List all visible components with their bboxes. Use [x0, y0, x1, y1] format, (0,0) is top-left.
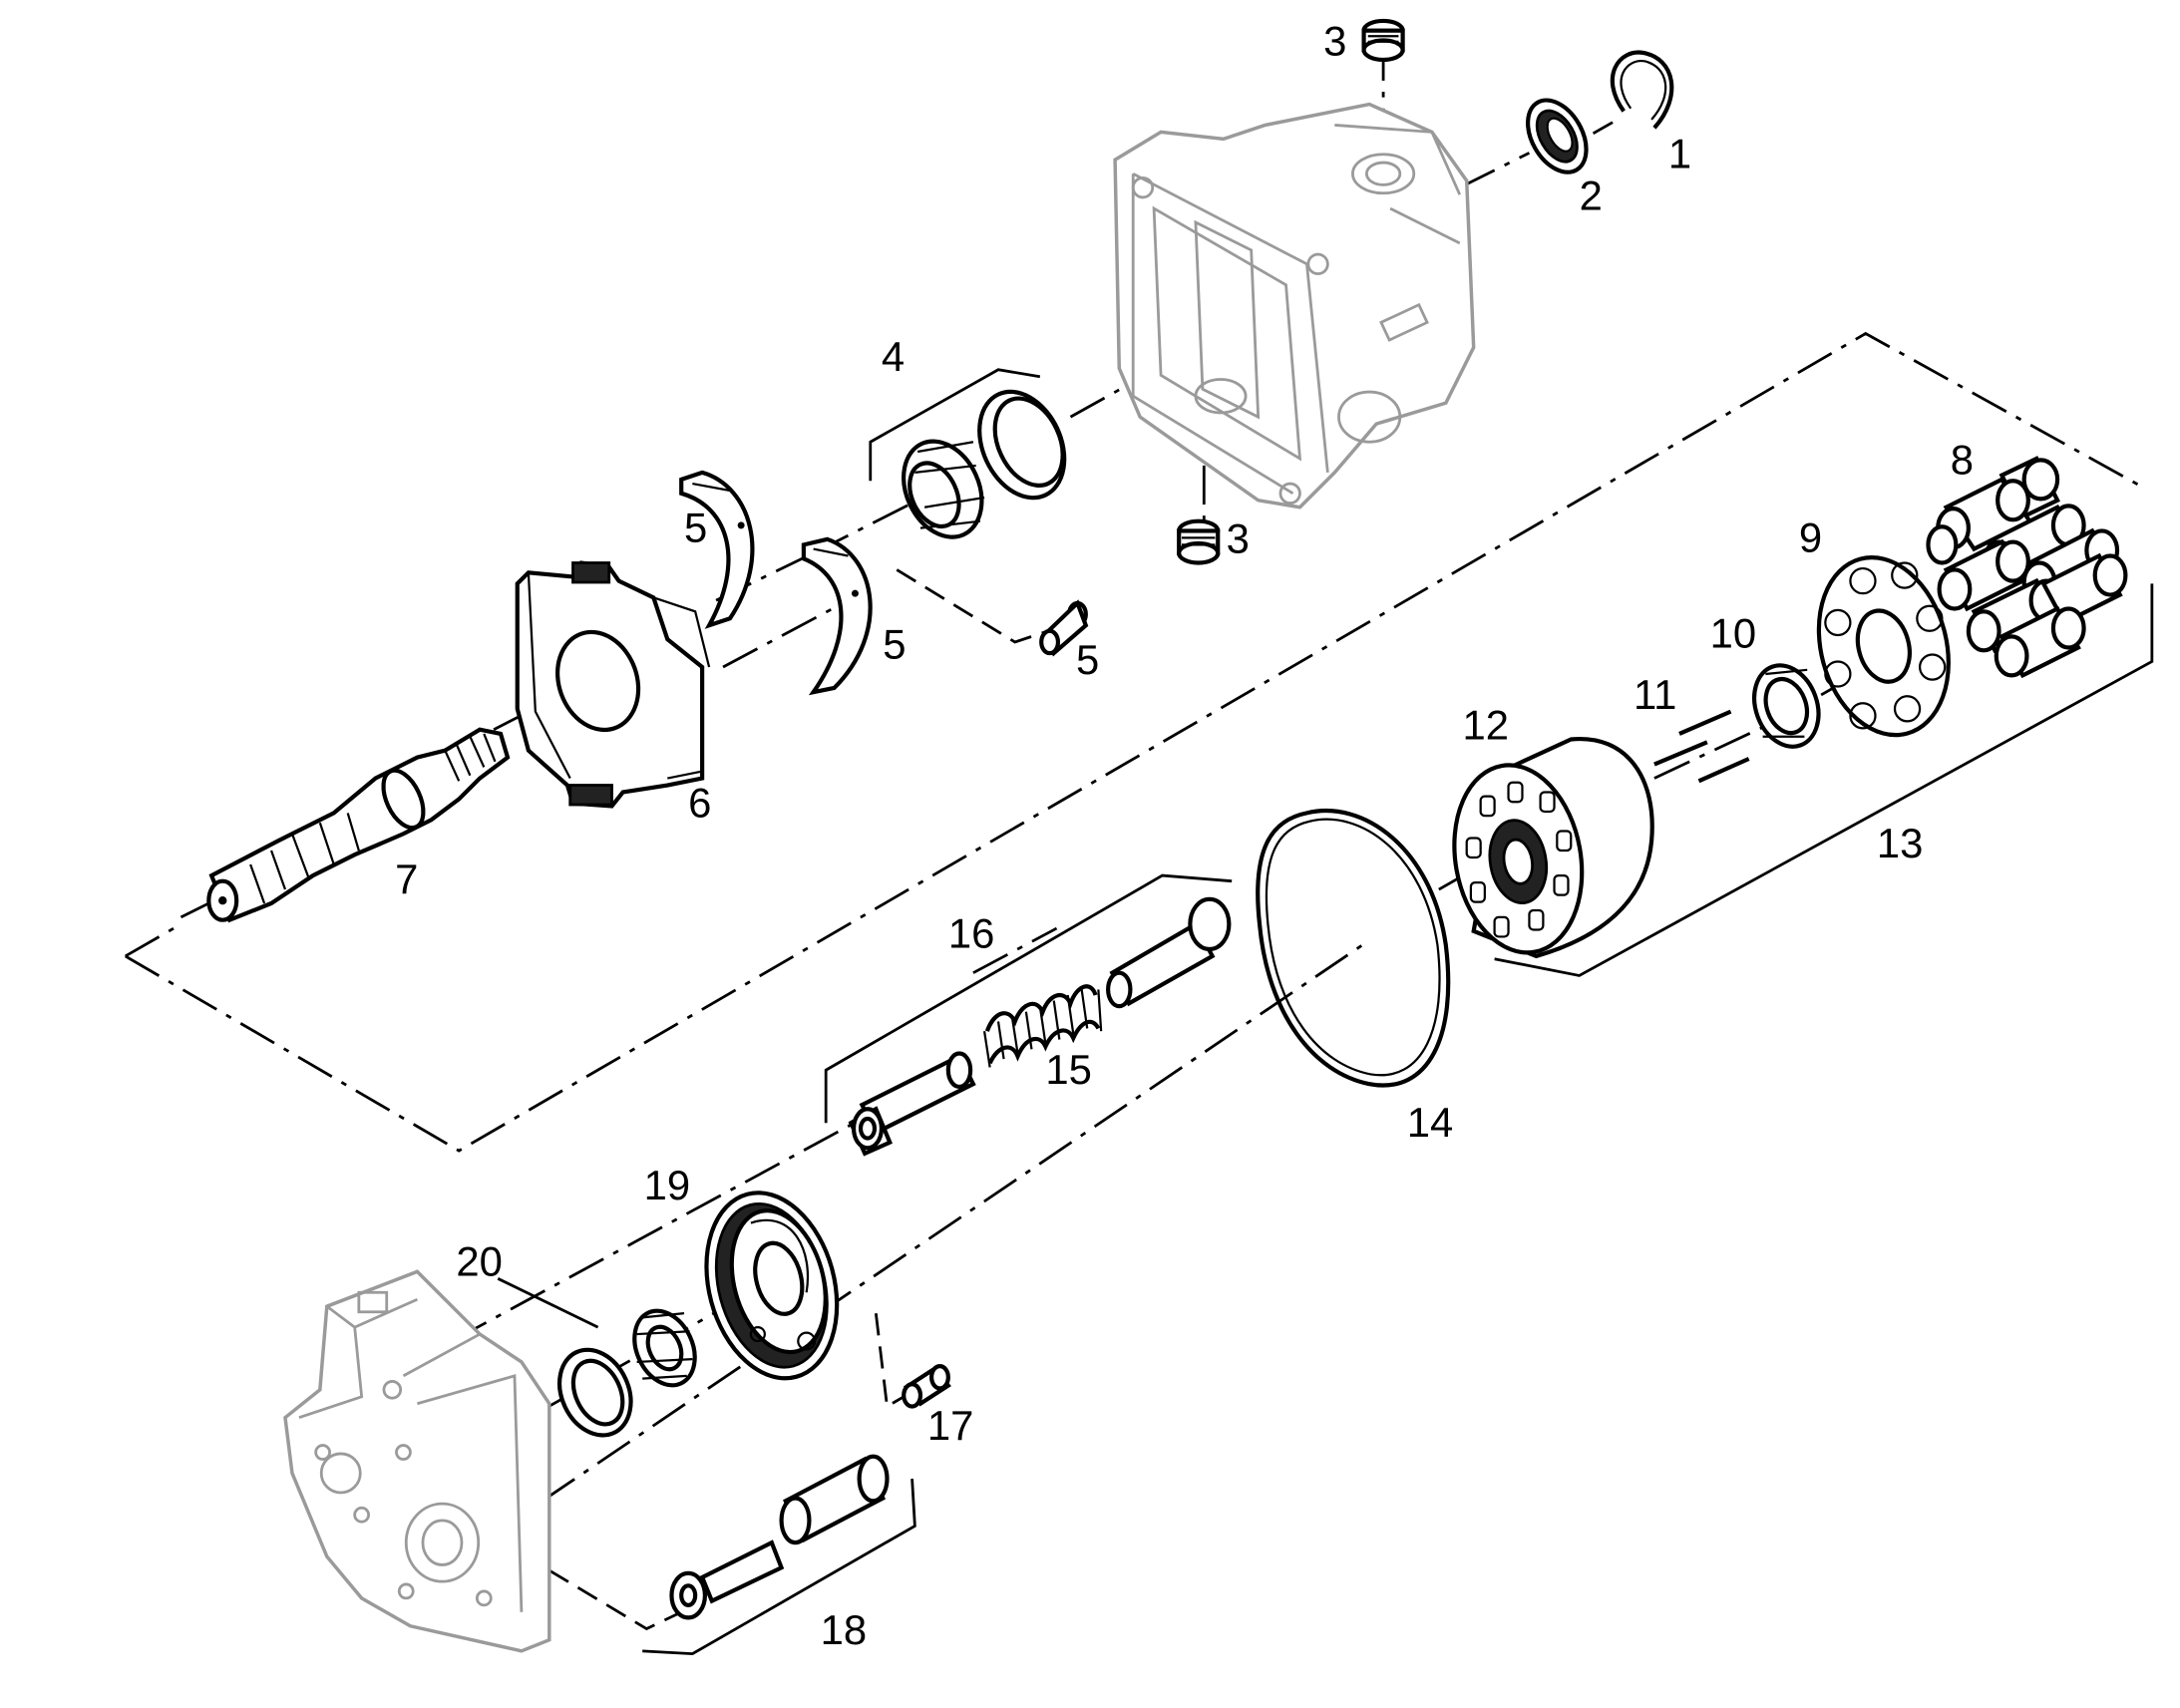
part-12-cylinder-block [1452, 736, 1654, 959]
part-11-pins [1653, 709, 1750, 784]
part-8-pistons [1926, 456, 2128, 679]
callout-5-upper: 5 [684, 505, 707, 551]
part-3-plug-bottom [1177, 518, 1221, 565]
part-14-o-ring [1256, 808, 1451, 1088]
callout-6: 6 [688, 780, 711, 827]
part-20-bearing [557, 1308, 697, 1438]
part-9-retainer-plate [1816, 555, 1951, 738]
part-2-shaft-seal [1526, 98, 1589, 174]
part-5-bearing-shell-lower [801, 536, 873, 696]
callout-2: 2 [1580, 171, 1603, 218]
callout-13: 13 [1877, 820, 1924, 866]
callout-12: 12 [1463, 702, 1510, 749]
callout-20: 20 [456, 1238, 502, 1285]
callout-11: 11 [1634, 671, 1676, 718]
part-1-snap-ring [1610, 50, 1674, 130]
motor-housing [1113, 102, 1476, 510]
callout-18: 18 [821, 1606, 868, 1653]
callout-4: 4 [882, 333, 905, 380]
part-7-drive-shaft [206, 727, 511, 923]
part-17-pin [902, 1364, 951, 1409]
rear-valve-plate-housing [283, 1269, 551, 1653]
part-5-pin [1039, 599, 1089, 657]
callout-labels: 1 2 3 3 4 5 5 5 6 7 8 9 10 11 12 13 14 1… [395, 18, 1974, 1653]
part-16-valve-assembly [848, 896, 1232, 1157]
callout-5-lower: 5 [883, 621, 906, 668]
callout-8: 8 [1951, 436, 1974, 483]
part-3-plug-top [1361, 18, 1405, 63]
part-19-valve-plate [704, 1191, 840, 1381]
callout-3-bottom: 3 [1227, 515, 1250, 562]
callout-3-top: 3 [1323, 18, 1346, 65]
callout-5-pin: 5 [1076, 636, 1099, 683]
part-4-tapered-bearing [902, 389, 1067, 539]
part-5-bearing-shell-upper [679, 470, 755, 629]
callout-1: 1 [1668, 131, 1691, 177]
callout-9: 9 [1799, 513, 1822, 560]
callout-14: 14 [1407, 1099, 1453, 1146]
part-15-spring [982, 984, 1103, 1068]
callout-19: 19 [644, 1162, 691, 1208]
part-10-ball-guide [1752, 663, 1821, 749]
leader-lines [497, 368, 2154, 1656]
part-6-swash-plate [515, 560, 711, 809]
callout-17: 17 [927, 1402, 974, 1449]
callout-10: 10 [1710, 610, 1757, 657]
callout-15: 15 [1045, 1046, 1092, 1093]
callout-16: 16 [948, 910, 995, 957]
part-18-sleeve-spool [669, 1454, 890, 1620]
callout-7: 7 [395, 855, 418, 902]
